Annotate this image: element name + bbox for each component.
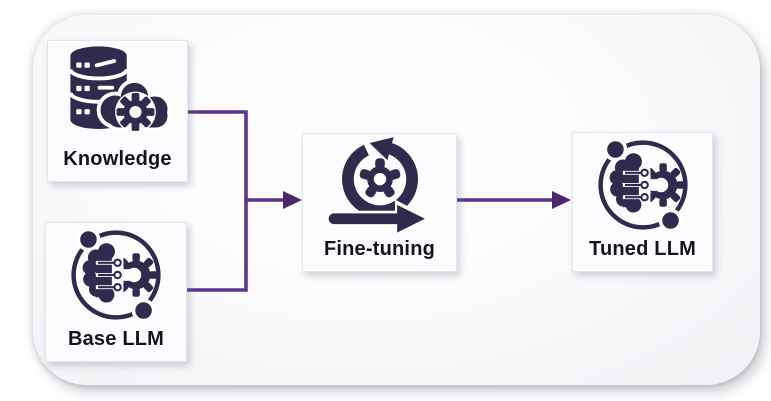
node-label-tuned-llm: Tuned LLM bbox=[589, 238, 696, 260]
node-label-base-llm: Base LLM bbox=[67, 328, 165, 350]
edge-knowledge-base-merge bbox=[187, 110, 248, 292]
node-label-fine-tuning: Fine-tuning bbox=[323, 238, 436, 260]
arrowhead-into-tuned-llm bbox=[552, 191, 571, 209]
node-tuned-llm: Tuned LLM bbox=[572, 132, 713, 272]
database-gear-cloud-icon bbox=[67, 46, 171, 133]
tuned-llm-icon-wrap bbox=[573, 132, 712, 238]
node-fine-tuning: Fine-tuning bbox=[302, 133, 457, 272]
base-llm-icon-wrap bbox=[46, 222, 186, 328]
arrowhead-into-fine-tuning bbox=[283, 191, 302, 209]
knowledge-icon-wrap bbox=[48, 41, 187, 148]
ai-brain-gear-icon bbox=[63, 222, 169, 328]
node-knowledge: Knowledge bbox=[47, 40, 188, 182]
node-base-llm: Base LLM bbox=[45, 222, 187, 362]
node-label-knowledge: Knowledge bbox=[63, 148, 172, 170]
ai-brain-gear-icon bbox=[590, 132, 696, 238]
iteration-gear-arrow-icon bbox=[327, 137, 431, 238]
fine-tuning-icon-wrap bbox=[303, 131, 456, 238]
